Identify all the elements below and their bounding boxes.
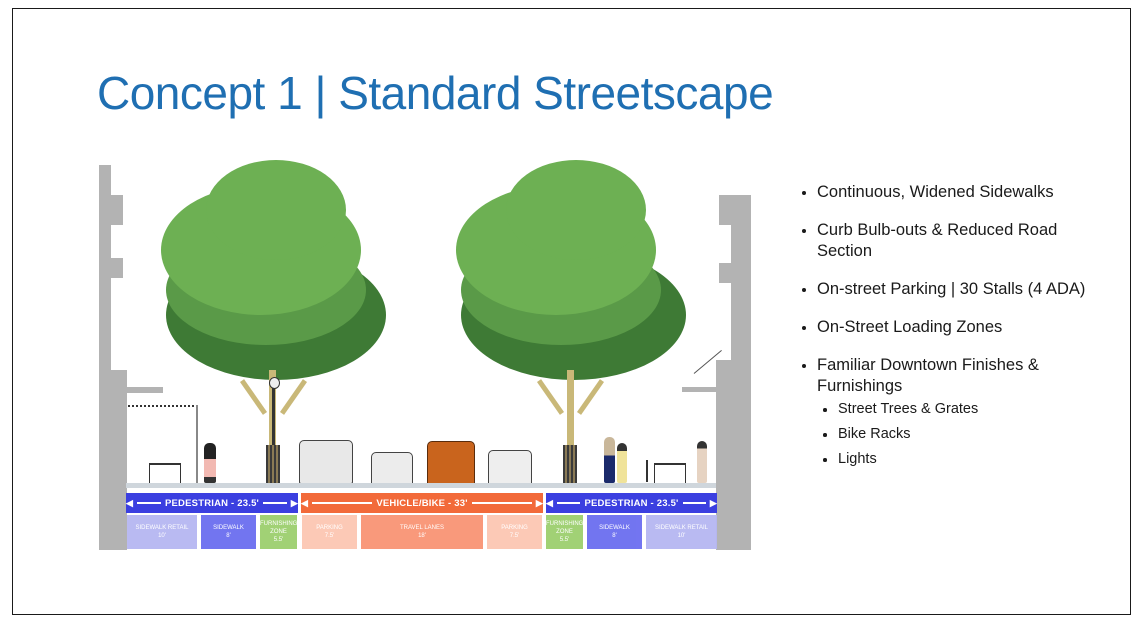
tree-branch bbox=[576, 379, 605, 415]
zone-width: 10' bbox=[677, 533, 686, 539]
arrow-right-icon: ▶ bbox=[290, 497, 298, 508]
zone-label: PARKING bbox=[501, 525, 528, 531]
zone-furnishing: FURNISHING ZONE 5.5' bbox=[546, 515, 583, 549]
right-building-ledge bbox=[719, 195, 731, 225]
vehicle-dimension-bar: ◀ VEHICLE/BIKE - 33' ▶ bbox=[301, 493, 543, 513]
left-building-ledge bbox=[111, 258, 123, 278]
sub-bullet-item: Street Trees & Grates bbox=[800, 400, 1100, 419]
dimension-label: PEDESTRIAN - 23.5' bbox=[584, 497, 679, 509]
bullet-item: On-street Parking | 30 Stalls (4 ADA) bbox=[800, 279, 1100, 300]
zone-width: 7.5' bbox=[324, 533, 335, 539]
street-light-globe bbox=[269, 377, 280, 389]
dimension-line bbox=[312, 502, 373, 504]
bike-rack-post bbox=[646, 460, 648, 482]
zone-parking: PARKING 7.5' bbox=[487, 515, 542, 549]
right-building bbox=[731, 195, 751, 550]
arrow-right-icon: ▶ bbox=[535, 497, 544, 508]
street-light-icon bbox=[272, 381, 275, 481]
zone-label: SIDEWALK bbox=[599, 525, 630, 531]
cafe-table-icon bbox=[149, 463, 181, 485]
zone-sidewalk-retail: SIDEWALK RETAIL 10' bbox=[646, 515, 717, 549]
zone-width: 7.5' bbox=[509, 533, 520, 539]
pedestrian-icon bbox=[604, 437, 615, 483]
tree-branch bbox=[536, 379, 565, 415]
pedestrian-icon bbox=[617, 443, 627, 483]
cafe-table-icon bbox=[654, 463, 686, 485]
street-cross-section-diagram: ◀ PEDESTRIAN - 23.5' ▶ ◀ VEHICLE/BIKE - … bbox=[86, 155, 751, 550]
car-icon bbox=[371, 452, 413, 485]
dimension-line bbox=[263, 502, 287, 504]
dimension-line bbox=[557, 502, 581, 504]
zone-width: 5.5' bbox=[273, 537, 284, 543]
pedestrian-icon bbox=[697, 441, 707, 483]
tree-trunk bbox=[567, 370, 574, 485]
dimension-label: VEHICLE/BIKE - 33' bbox=[376, 497, 468, 509]
slide-title: Concept 1 | Standard Streetscape bbox=[97, 67, 774, 119]
zone-label: FURNISHING ZONE bbox=[546, 521, 584, 535]
zone-width: 5.5' bbox=[559, 537, 570, 543]
dimension-label: PEDESTRIAN - 23.5' bbox=[164, 497, 260, 509]
dimension-line bbox=[471, 502, 532, 504]
right-building-ledge bbox=[719, 263, 731, 283]
sidewalk-ground bbox=[126, 483, 716, 488]
zone-label: SIDEWALK RETAIL bbox=[135, 525, 189, 531]
zone-sidewalk: SIDEWALK 8' bbox=[587, 515, 642, 549]
car-icon bbox=[427, 441, 475, 485]
zone-sidewalk: SIDEWALK 8' bbox=[201, 515, 256, 549]
zone-furnishing: FURNISHING ZONE 5.5' bbox=[260, 515, 297, 549]
left-building-ledge bbox=[111, 195, 123, 225]
zone-width: 10' bbox=[158, 533, 166, 539]
tree-grate bbox=[563, 445, 577, 483]
pedestrian-dimension-bar-right: ◀ PEDESTRIAN - 23.5' ▶ bbox=[546, 493, 717, 513]
left-building bbox=[99, 165, 111, 550]
zone-label: SIDEWALK RETAIL bbox=[654, 525, 708, 531]
zone-width: 8' bbox=[612, 533, 617, 539]
pedestrian-icon bbox=[204, 443, 216, 483]
arrow-left-icon: ◀ bbox=[301, 497, 309, 508]
sub-bullet-list: Street Trees & Grates Bike Racks Lights bbox=[800, 400, 1100, 469]
dimension-line bbox=[137, 502, 161, 504]
zone-label: TRAVEL LANES bbox=[399, 525, 444, 531]
tree-branch bbox=[239, 379, 268, 415]
zone-label: PARKING bbox=[316, 525, 343, 531]
sub-bullet-item: Bike Racks bbox=[800, 425, 1100, 444]
zone-sidewalk-retail: SIDEWALK RETAIL 10' bbox=[127, 515, 197, 549]
zone-width: 18' bbox=[418, 533, 426, 539]
bullet-item: Familiar Downtown Finishes & Furnishings bbox=[800, 355, 1100, 397]
car-icon bbox=[299, 440, 353, 484]
dimension-line bbox=[682, 502, 706, 504]
bullet-item: Curb Bulb-outs & Reduced Road Section bbox=[800, 220, 1100, 262]
arrow-right-icon: ▶ bbox=[709, 497, 717, 508]
zone-label: FURNISHING ZONE bbox=[260, 521, 298, 535]
right-building-base bbox=[716, 360, 734, 550]
zone-travel-lanes: TRAVEL LANES 18' bbox=[361, 515, 483, 549]
string-lights bbox=[128, 405, 198, 409]
tree-grate bbox=[266, 445, 280, 483]
car-icon bbox=[488, 450, 532, 485]
zone-parking: PARKING 7.5' bbox=[302, 515, 357, 549]
zone-label: SIDEWALK bbox=[213, 525, 244, 531]
sub-bullet-item: Lights bbox=[800, 450, 1100, 469]
right-awning bbox=[682, 387, 722, 392]
tree-canopy bbox=[206, 160, 346, 260]
bullet-item: On-Street Loading Zones bbox=[800, 317, 1100, 338]
pedestrian-dimension-bar-left: ◀ PEDESTRIAN - 23.5' ▶ bbox=[126, 493, 298, 513]
feature-bullet-list: Continuous, Widened Sidewalks Curb Bulb-… bbox=[800, 182, 1100, 475]
tree-canopy bbox=[506, 160, 646, 260]
patio-post bbox=[196, 405, 198, 483]
bullet-item: Continuous, Widened Sidewalks bbox=[800, 182, 1100, 203]
left-building-base bbox=[111, 370, 127, 550]
zone-width: 8' bbox=[226, 533, 231, 539]
left-awning bbox=[111, 387, 163, 393]
tree-branch bbox=[279, 379, 308, 415]
arrow-left-icon: ◀ bbox=[126, 497, 134, 508]
arrow-left-icon: ◀ bbox=[546, 497, 554, 508]
